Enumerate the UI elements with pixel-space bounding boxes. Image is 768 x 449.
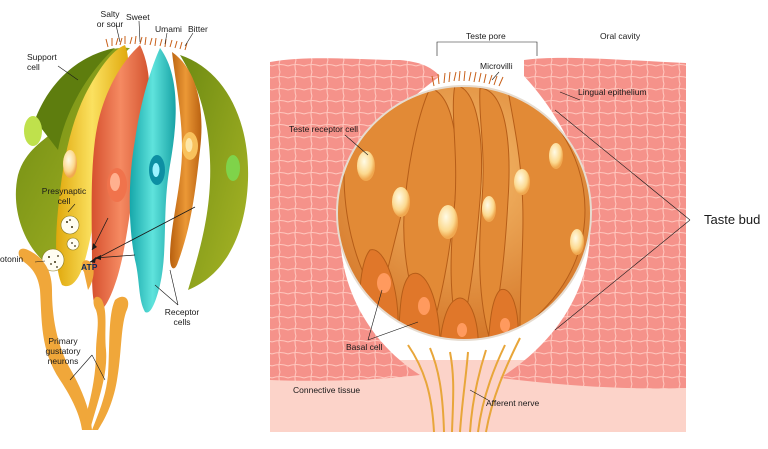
label-atp: ATP: [81, 262, 98, 272]
label-connective-tissue: Connective tissue: [293, 385, 361, 395]
lingual-epithelium-right: [500, 57, 686, 389]
left-taste-bud-illustration: [15, 20, 249, 430]
label-afferent-nerve: Afferent nerve: [486, 398, 540, 408]
label-basal-cell: Basal cell: [346, 342, 383, 352]
support-nucleus-right: [226, 155, 240, 181]
label-serotonin: otonin: [0, 254, 24, 264]
support-nucleus: [24, 116, 42, 146]
afferent-nerve-fibers: [407, 337, 521, 433]
lingual-epithelium-left: [270, 58, 440, 381]
arrowheads: [90, 243, 101, 263]
support-cell-top: [35, 48, 115, 150]
label-bitter: Bitter: [188, 24, 208, 34]
taste-bud-cells: [343, 86, 586, 340]
umami-receptor-cell: [170, 52, 202, 269]
label-taste-bud: Taste bud: [704, 212, 761, 227]
right-taste-bud-cross-section: [270, 41, 691, 433]
primary-gustatory-neurons: [18, 248, 129, 430]
support-cell-right: [180, 55, 249, 290]
left-pointer-lines: [34, 20, 194, 381]
label-umami: Umami: [155, 24, 182, 34]
label-lingual-epithelium: Lingual epithelium: [578, 87, 647, 97]
label-taste-pore: Teste pore: [466, 31, 506, 41]
label-taste-receptor-cell: Teste receptor cell: [289, 124, 358, 134]
receptor-nuclei: [357, 143, 584, 337]
label-support-cell: Support cell: [27, 52, 57, 72]
right-pointer-lines: [344, 41, 691, 401]
left-microvilli: [105, 35, 188, 51]
right-microvilli: [431, 70, 504, 87]
serotonin-vesicles: [41, 215, 80, 272]
label-oral-cavity: Oral cavity: [600, 31, 641, 41]
label-receptor-cells: Receptor cells: [164, 307, 200, 327]
label-presynaptic-cell: Presynaptic cell: [41, 186, 87, 206]
label-microvilli: Microvilli: [480, 61, 513, 71]
label-primary-gustatory-neurons: Primary gustatory neurons: [45, 336, 81, 366]
label-salty-sour: Salty or sour: [96, 9, 124, 29]
label-sweet: Sweet: [126, 12, 150, 22]
